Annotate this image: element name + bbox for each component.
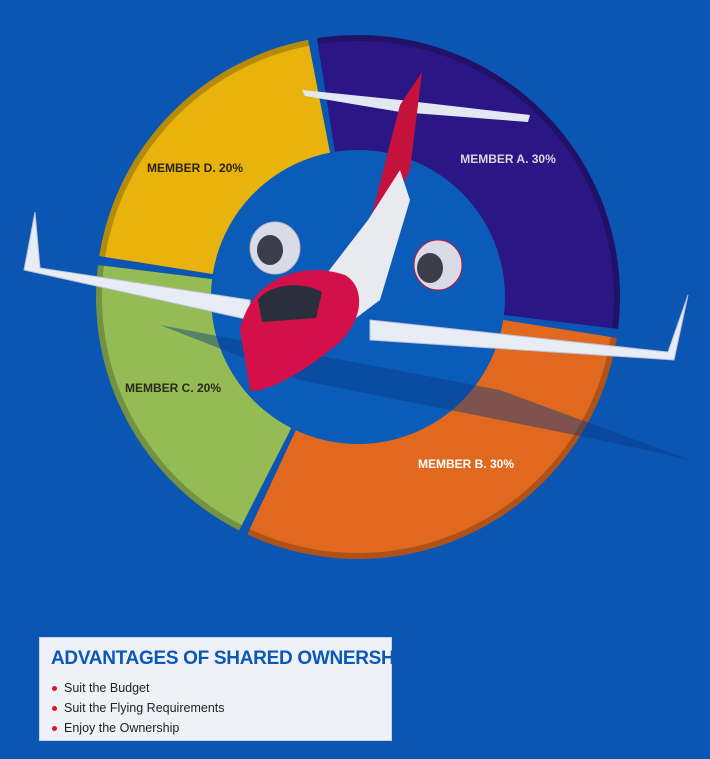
segment-member-a (317, 41, 614, 329)
list-item: Enjoy the Ownership (52, 718, 225, 738)
advantages-panel: ADVANTAGES OF SHARED OWNERSHIP Suit the … (39, 637, 412, 741)
bullet-icon (52, 685, 57, 691)
donut-segments (95, 34, 620, 559)
tail-fin (368, 72, 422, 230)
segment-labels: MEMBER A. 30% MEMBER B. 30% MEMBER C. 20% M… (125, 152, 556, 471)
left-wing (23, 211, 251, 321)
segment-label: MEMBER C. 20% (125, 381, 221, 395)
bullet-icon (52, 725, 57, 731)
list-item: Suit the Flying Requirements (52, 698, 225, 718)
segment-label: MEMBER B. 30% (418, 457, 514, 471)
cockpit-window (258, 285, 322, 322)
right-wing (369, 294, 689, 361)
segment-label: MEMBER A. 30% (460, 152, 556, 166)
segment-label: MEMBER D. 20% (147, 161, 243, 175)
list-item: Suit the Budget (52, 678, 225, 698)
jet-illustration (23, 72, 690, 460)
segment-member-d (105, 45, 330, 275)
advantages-list: Suit the Budget Suit the Flying Requirem… (52, 678, 225, 738)
panel-title: ADVANTAGES OF SHARED OWNERSHIP (51, 648, 412, 669)
bullet-icon (52, 705, 57, 711)
segment-member-b (249, 319, 611, 553)
segment-member-c (101, 265, 292, 526)
donut-chart: MEMBER A. 30% MEMBER B. 30% MEMBER C. 20% M… (23, 34, 690, 559)
